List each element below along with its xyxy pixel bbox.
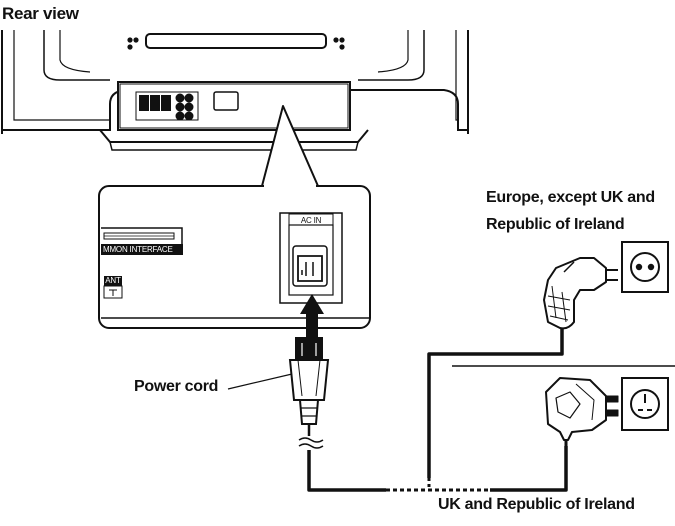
cord-lines bbox=[307, 328, 568, 492]
tv-rear-illustration bbox=[1, 30, 469, 151]
rear-view-label: Rear view bbox=[2, 4, 79, 23]
europe-plug bbox=[543, 257, 618, 340]
europe-label-line2: Republic of Ireland bbox=[486, 216, 625, 233]
power-cord-plug bbox=[288, 337, 330, 449]
insert-arrow bbox=[300, 294, 324, 337]
uk-socket bbox=[621, 377, 669, 431]
ant-label: ANT bbox=[104, 276, 122, 286]
common-interface-label: MMON INTERFACE bbox=[101, 244, 183, 255]
uk-ireland-label: UK and Republic of Ireland bbox=[438, 496, 635, 513]
europe-label-line1: Europe, except UK and bbox=[486, 189, 655, 206]
europe-socket bbox=[621, 241, 669, 293]
uk-plug bbox=[545, 377, 619, 452]
power-cord-label: Power cord bbox=[134, 378, 219, 395]
ac-in-label: AC IN bbox=[300, 216, 322, 225]
power-cord-leader bbox=[227, 373, 293, 390]
europe-label: Europe, except UK and Republic of Irelan… bbox=[486, 184, 655, 238]
